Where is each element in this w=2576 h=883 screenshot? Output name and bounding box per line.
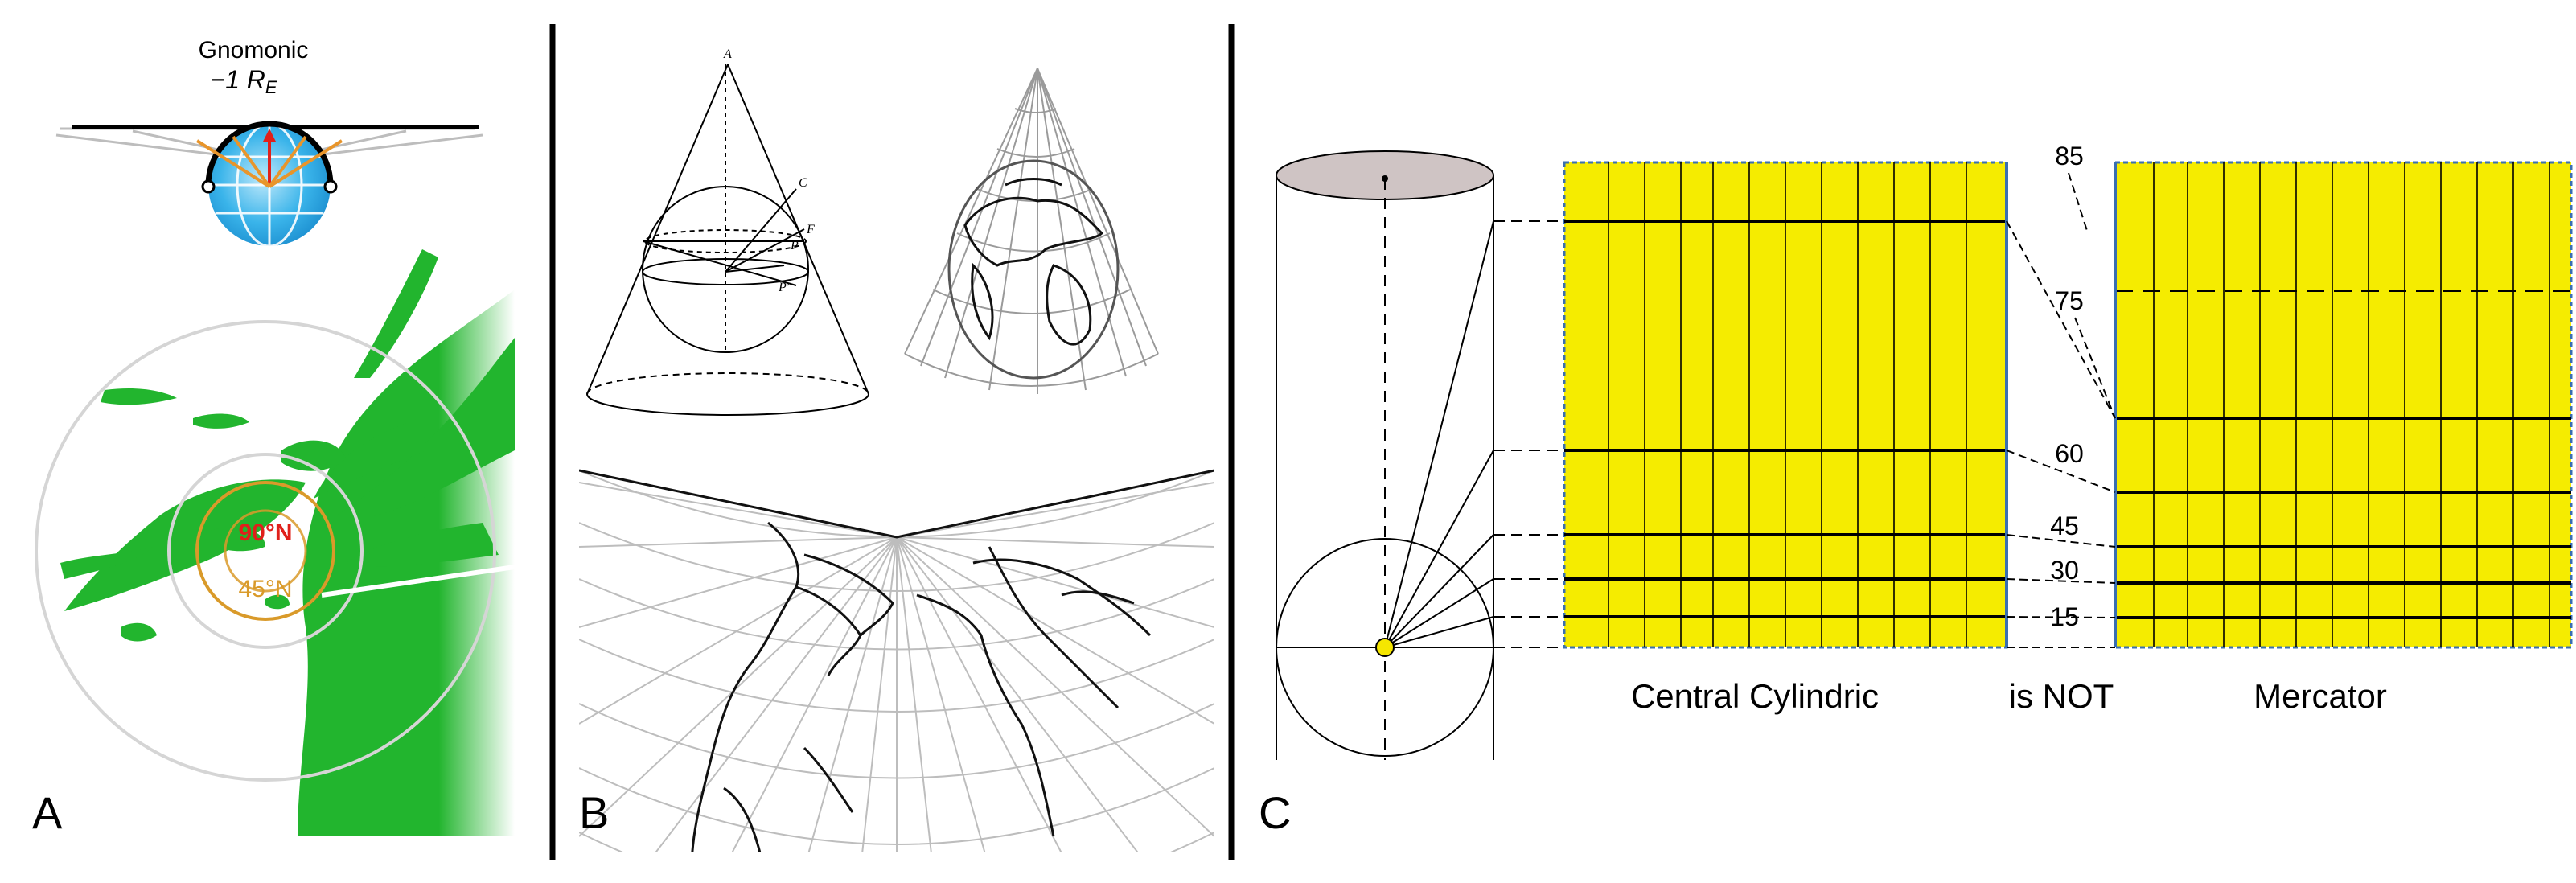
- panel-a: Gnomonic −1 RE: [32, 37, 515, 838]
- projection-cylinder: [1276, 150, 1494, 760]
- polar-gnomonic-map: [35, 249, 515, 836]
- cone-point-labels: A C F P P′: [723, 47, 815, 294]
- conic-projection-map: [579, 469, 1214, 852]
- projection-center-point: [1375, 638, 1395, 657]
- panel-letter-a: A: [32, 787, 63, 838]
- svg-text:P: P: [790, 239, 799, 253]
- mercator-map: [2114, 161, 2573, 649]
- cone-continents: [963, 178, 1104, 346]
- svg-text:P′: P′: [778, 281, 790, 294]
- latitude-label-85: 85: [2055, 142, 2084, 170]
- central-cylindric-caption: Central Cylindric: [1631, 677, 1879, 715]
- mercator-caption: Mercator: [2253, 677, 2387, 715]
- latitude-label-30: 30: [2050, 556, 2079, 585]
- latitude-labels: 85 75 60 45 30 15: [2050, 142, 2084, 631]
- latitude-label-75: 75: [2055, 286, 2084, 315]
- svg-text:A: A: [723, 47, 732, 61]
- panel-c: 85 75 60 45 30 15 Central Cylindric is N…: [1259, 142, 2573, 838]
- svg-text:C: C: [799, 176, 807, 190]
- central-projection-rays: [1384, 220, 1494, 648]
- latitude-connectors: [2006, 172, 2116, 648]
- cone-globe-illustration: [904, 68, 1159, 394]
- comparison-caption: is NOT: [2009, 677, 2114, 715]
- cone-geometry-diagram: [586, 64, 869, 416]
- latitude-label-15: 15: [2050, 602, 2079, 631]
- cylinder-to-map-connectors: [1493, 220, 1564, 648]
- plane-offset-label: −1 RE: [210, 65, 277, 97]
- panel-letter-c: C: [1259, 787, 1291, 838]
- gnomonic-title: Gnomonic: [199, 37, 309, 64]
- svg-text:F: F: [806, 223, 815, 236]
- latitude-label-60: 60: [2055, 439, 2084, 468]
- central-cylindric-map: [1563, 161, 2008, 649]
- panel-letter-b: B: [579, 787, 609, 838]
- latitude-label-45: 45: [2050, 511, 2079, 540]
- north-pole-label: 90°N: [238, 520, 292, 546]
- projection-arrows: [195, 129, 343, 188]
- panel-b: A C F P P′: [579, 47, 1214, 852]
- latitude-45-label: 45°N: [238, 576, 292, 602]
